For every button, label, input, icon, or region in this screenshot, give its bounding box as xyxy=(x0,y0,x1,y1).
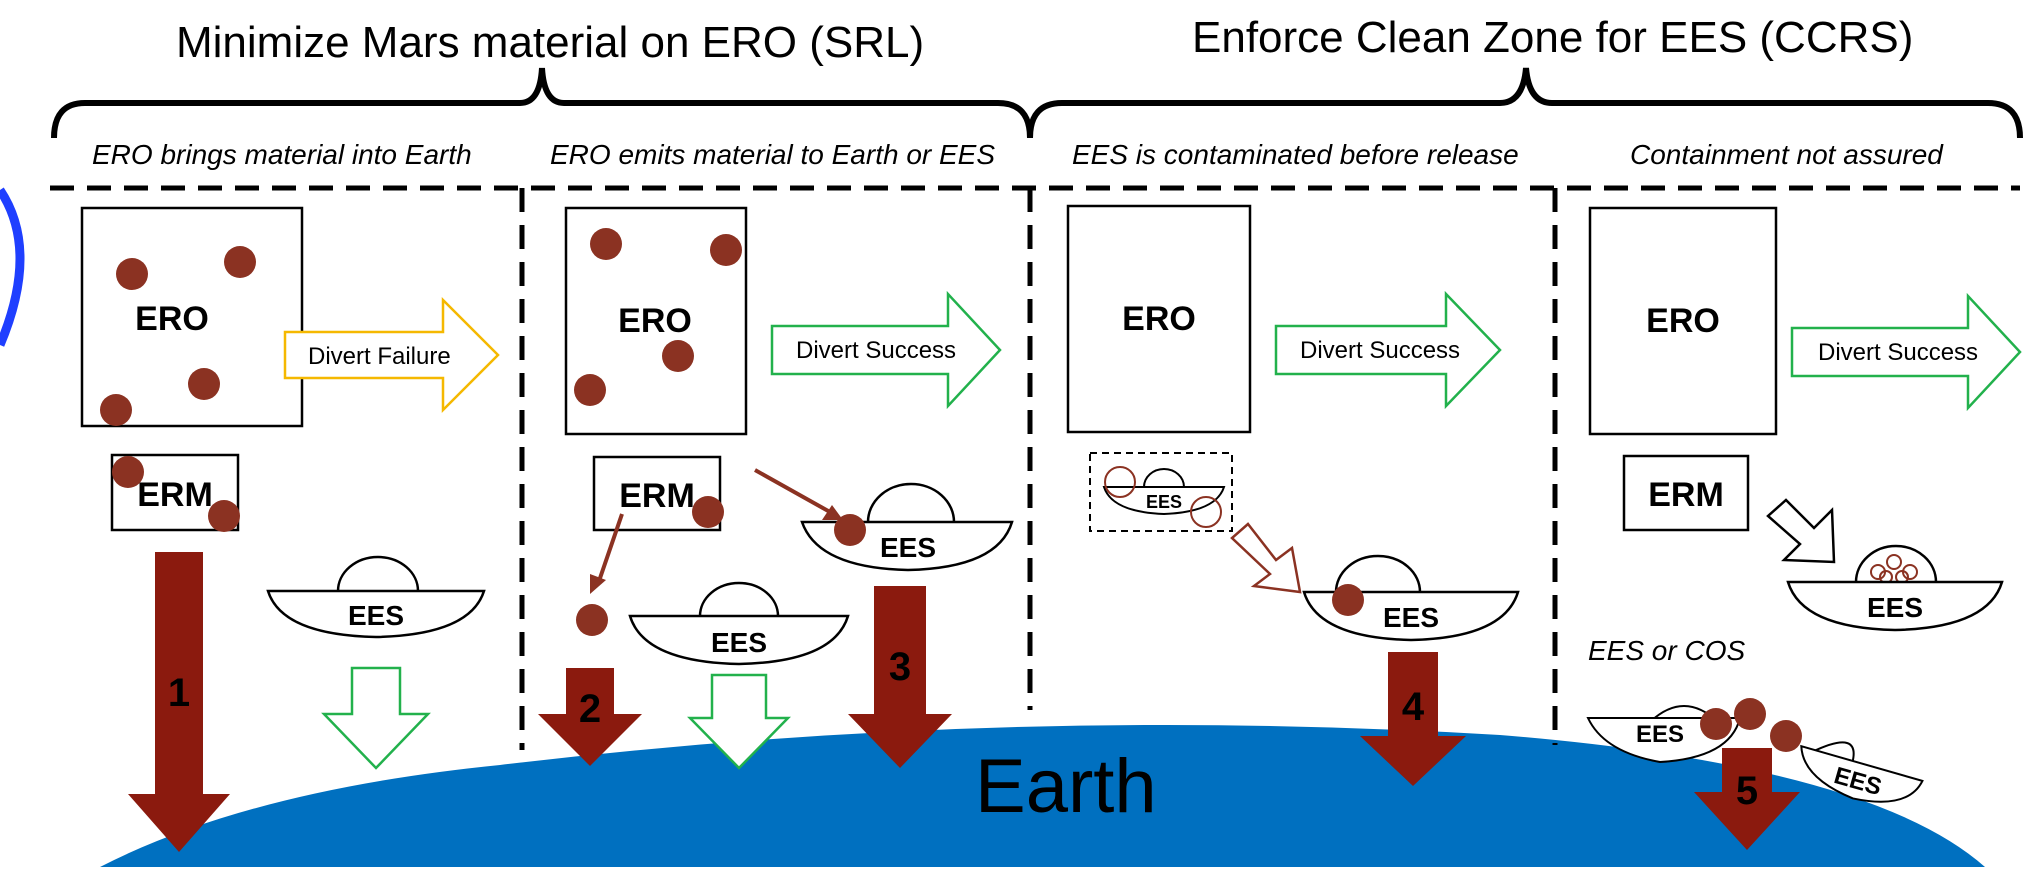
divert-arrow-col2 xyxy=(770,290,1002,410)
trajectory-head xyxy=(590,574,606,594)
big-arrow-4 xyxy=(1360,652,1466,786)
erm-label: ERM xyxy=(137,476,213,514)
ero-label: ERO xyxy=(1646,302,1720,340)
ees-label: EES xyxy=(711,627,767,658)
ees-label: EES xyxy=(1383,602,1439,633)
subtitle-col4: Containment not assured xyxy=(1630,139,1944,170)
divert-arrow-col1 xyxy=(283,296,500,414)
big-arrow-3 xyxy=(848,586,952,768)
ees-capsule xyxy=(1102,486,1226,516)
broken-ees-right xyxy=(1800,744,1924,803)
header-srl: Minimize Mars material on ERO (SRL) xyxy=(176,18,924,67)
ees-dome xyxy=(336,555,420,592)
particle xyxy=(574,374,606,406)
hollow-down-arrow-col1 xyxy=(321,666,431,770)
hollow-diagonal-arrow-col4 xyxy=(1766,498,1836,564)
ero-label: ERO xyxy=(135,300,209,338)
earth-label: Earth xyxy=(975,744,1157,829)
particle xyxy=(834,514,866,546)
particle xyxy=(1700,708,1732,740)
big-arrow-5 xyxy=(1694,748,1800,850)
ees-label: EES xyxy=(1867,592,1923,623)
trajectory-line xyxy=(596,513,624,585)
contamination-zone-box xyxy=(1089,452,1233,532)
ees-capsule xyxy=(628,614,850,666)
particle xyxy=(188,368,220,400)
divert-label-col1: Divert Failure xyxy=(308,343,451,370)
ees-or-cos-caption: EES or COS xyxy=(1588,635,1745,666)
number-2: 2 xyxy=(579,687,601,731)
number-5: 5 xyxy=(1736,769,1758,813)
ero-label: ERO xyxy=(1122,300,1196,338)
ees-capsule xyxy=(1786,580,2004,632)
ees-dome xyxy=(866,482,956,523)
particle xyxy=(100,394,132,426)
particle xyxy=(1734,698,1766,730)
divert-arrow-col4 xyxy=(1790,292,2022,412)
ero-label: ERO xyxy=(618,302,692,340)
number-1: 1 xyxy=(168,671,190,715)
big-arrow-1 xyxy=(128,552,230,852)
particle xyxy=(1332,584,1364,616)
bracket-ccrs xyxy=(1027,67,2023,139)
ero-box xyxy=(1588,206,1778,436)
divert-label-col3: Divert Success xyxy=(1300,337,1460,364)
trajectory-line xyxy=(754,468,831,514)
ees-dome xyxy=(1334,554,1422,593)
particle xyxy=(224,246,256,278)
particle xyxy=(692,496,724,528)
ees-capsule xyxy=(266,589,486,639)
trajectory-head xyxy=(822,505,843,520)
particle xyxy=(208,500,240,532)
ees-label: EES xyxy=(348,600,404,631)
ees-dome xyxy=(698,581,780,617)
ees-label: EES xyxy=(1636,721,1684,748)
blue-ring-fragment xyxy=(0,187,25,347)
hollow-diagonal-arrow-col3 xyxy=(1230,522,1302,594)
particle xyxy=(590,228,622,260)
particle xyxy=(112,456,144,488)
divert-label-col4: Divert Success xyxy=(1818,339,1978,366)
erm-label: ERM xyxy=(619,477,695,515)
contaminant-ring xyxy=(1104,466,1136,498)
ees-dome xyxy=(1143,468,1185,488)
subtitle-col2: ERO emits material to Earth or EES xyxy=(550,139,995,170)
header-ccrs: Enforce Clean Zone for EES (CCRS) xyxy=(1192,13,1913,62)
broken-ees-right-dome xyxy=(1811,741,1855,765)
particle xyxy=(662,340,694,372)
particle xyxy=(710,234,742,266)
contaminant-ring xyxy=(1190,496,1222,528)
big-arrow-2 xyxy=(538,668,642,766)
ees-label: EES xyxy=(1146,492,1182,512)
particle xyxy=(1770,720,1802,752)
earth-shape xyxy=(100,725,1985,867)
hollow-down-arrow-col2 xyxy=(687,673,791,770)
erm-box xyxy=(1622,454,1750,532)
ero-box xyxy=(1066,204,1252,434)
particle xyxy=(116,258,148,290)
particle xyxy=(576,604,608,636)
subtitle-col1: ERO brings material into Earth xyxy=(92,139,472,170)
number-4: 4 xyxy=(1402,685,1425,729)
ees-label: EES xyxy=(880,532,936,563)
erm-label: ERM xyxy=(1648,476,1724,514)
bracket-srl xyxy=(51,67,1033,139)
divert-arrow-col3 xyxy=(1274,290,1502,410)
subtitle-col3: EES is contaminated before release xyxy=(1072,139,1519,170)
divert-label-col2: Divert Success xyxy=(796,337,956,364)
contaminant-ring xyxy=(1886,554,1902,570)
number-3: 3 xyxy=(889,645,911,689)
